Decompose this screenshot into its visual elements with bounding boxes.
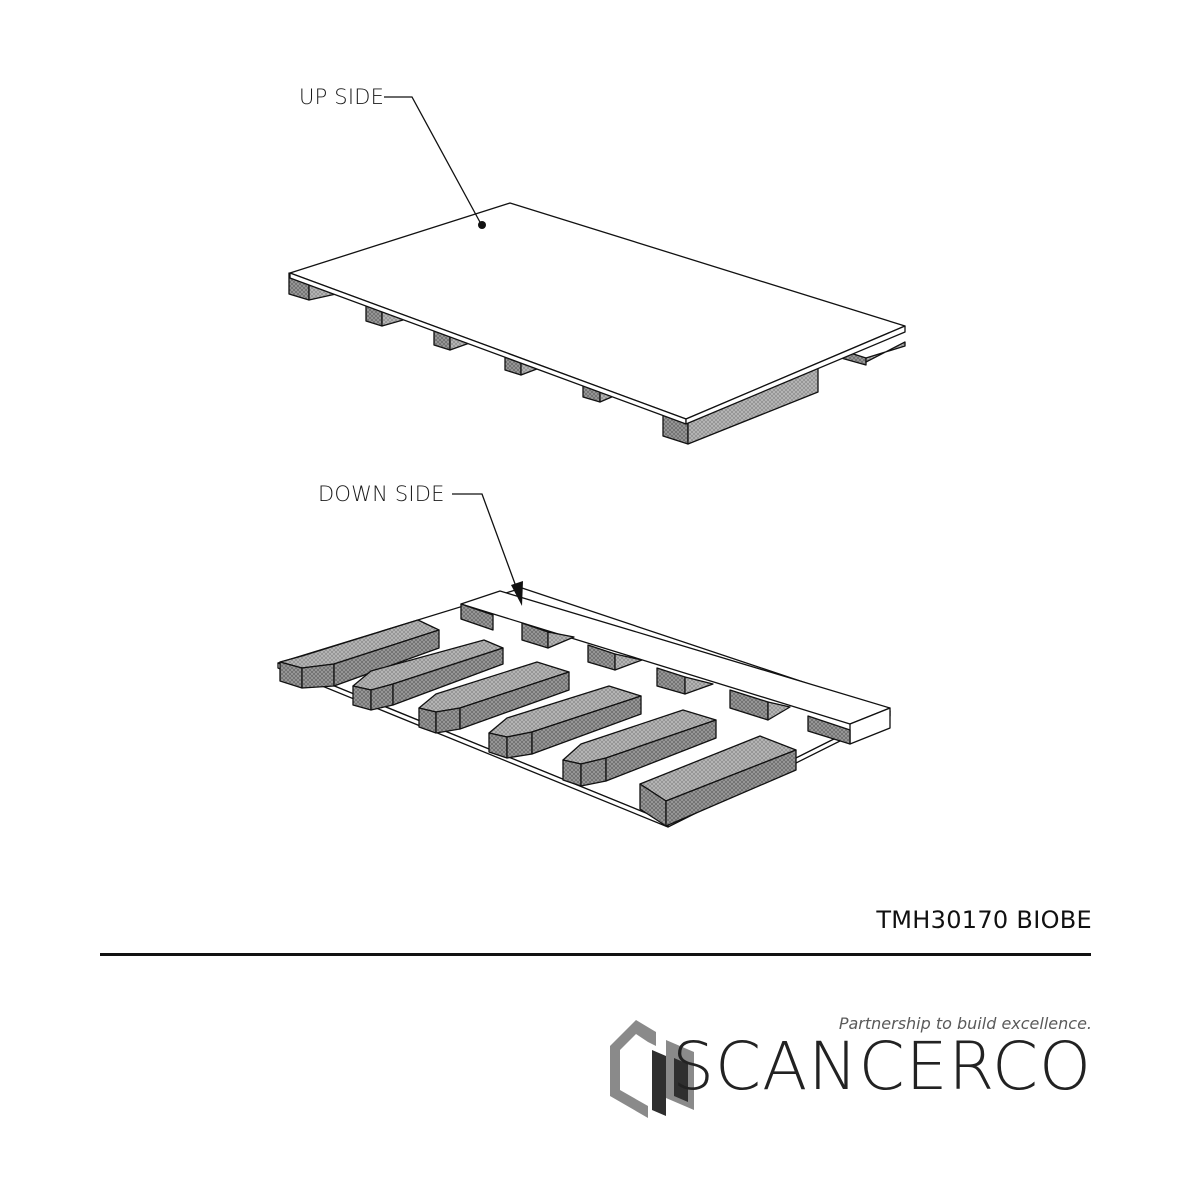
down-back-strip	[460, 590, 891, 745]
up-side-view	[288, 202, 906, 445]
up-side-callout: UP SIDE	[299, 85, 385, 109]
down-side-callout: DOWN SIDE	[318, 482, 445, 506]
down-batten-3	[418, 661, 570, 734]
down-side-view	[277, 587, 891, 828]
technical-drawing	[277, 96, 906, 828]
brand-tagline: Partnership to build excellence.	[838, 1014, 1092, 1033]
divider	[100, 953, 1091, 956]
down-batten-5	[562, 709, 717, 787]
house-logo-icon	[610, 1020, 694, 1118]
down-batten-6	[639, 735, 797, 827]
part-number: TMH30170 BIOBE	[876, 906, 1092, 934]
brand-name: SCANCERCO	[672, 1028, 1092, 1105]
down-batten-2	[352, 639, 504, 711]
up-board	[289, 202, 906, 425]
up-side-leader	[384, 96, 486, 229]
down-batten-1	[279, 619, 440, 689]
down-side-leader	[452, 493, 523, 606]
down-batten-4	[488, 685, 642, 759]
